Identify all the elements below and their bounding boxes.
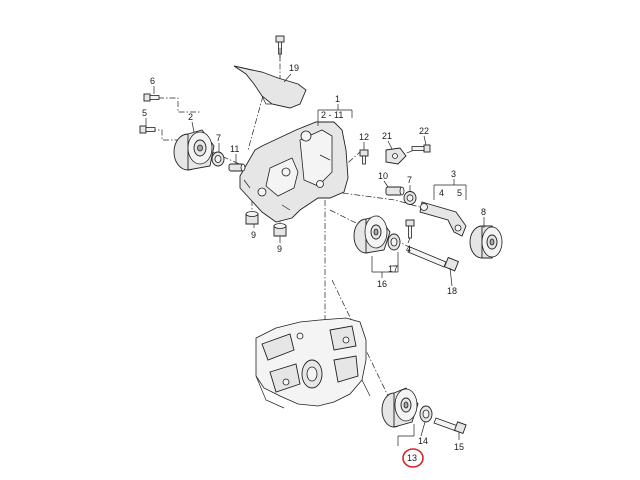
bracket-group-1: [317, 104, 353, 126]
pulley-13: [381, 387, 419, 428]
bolt-22: [411, 144, 431, 153]
sleeve-9a: [245, 211, 259, 225]
centerline-tensioner: [319, 189, 431, 211]
centerline-mount-rear: [247, 95, 264, 151]
callout-7: 7: [216, 133, 221, 143]
callout-4-top: 4: [439, 188, 444, 198]
callout-18: 18: [447, 286, 457, 296]
callout-8: 8: [481, 207, 486, 217]
callout-13: 13: [407, 453, 417, 463]
callout-11: 11: [230, 144, 239, 154]
bracket-1: [239, 121, 349, 223]
washer-7a: [211, 151, 225, 167]
washer-17: [387, 233, 401, 251]
bolt-18: [407, 246, 460, 272]
bolt-12: [359, 149, 369, 165]
sleeve-9b: [273, 223, 287, 237]
bracket-group-16: [371, 252, 399, 278]
washer-7b: [403, 191, 417, 205]
callout-5: 5: [142, 108, 147, 118]
highlight-circle-13: [402, 448, 424, 468]
callout-9-right: 9: [277, 244, 282, 254]
bolt-4: [405, 219, 415, 239]
callout-14: 14: [418, 436, 428, 446]
tensioner-arm-3: [419, 201, 467, 237]
centerline-left-bolts: [150, 97, 200, 141]
pulley-8: [469, 225, 503, 259]
bracket-group-13: [397, 424, 415, 446]
callout-2-11: 2 - 11: [321, 110, 343, 120]
pulley-16: [353, 215, 391, 254]
callout-15: 15: [454, 442, 464, 452]
heat-shield-19: [233, 65, 307, 109]
callout-10: 10: [378, 171, 388, 181]
pulley-2: [173, 129, 215, 171]
engine-block: [255, 317, 371, 409]
clamp-21: [385, 147, 407, 165]
bolt-6: [143, 93, 160, 102]
callout-6: 6: [150, 76, 155, 86]
bracket-group-3: [433, 179, 467, 200]
callout-3: 3: [451, 169, 456, 179]
pin-10: [385, 186, 405, 196]
callout-17: 17: [388, 264, 398, 274]
callout-16: 16: [377, 279, 387, 289]
callout-4-bottom: 4: [406, 244, 411, 254]
callout-19: 19: [289, 63, 299, 73]
callout-7-right: 7: [407, 175, 412, 185]
washer-14: [419, 405, 433, 423]
callout-1: 1: [335, 94, 340, 104]
callout-22: 22: [419, 126, 429, 136]
bolt-15: [433, 417, 467, 434]
callout-12: 12: [359, 132, 369, 142]
callout-5-right: 5: [457, 188, 462, 198]
pin-11: [228, 163, 246, 172]
callout-2: 2: [188, 112, 193, 122]
callout-9-left: 9: [251, 230, 256, 240]
bolt-5: [139, 125, 156, 134]
callout-21: 21: [382, 131, 392, 141]
